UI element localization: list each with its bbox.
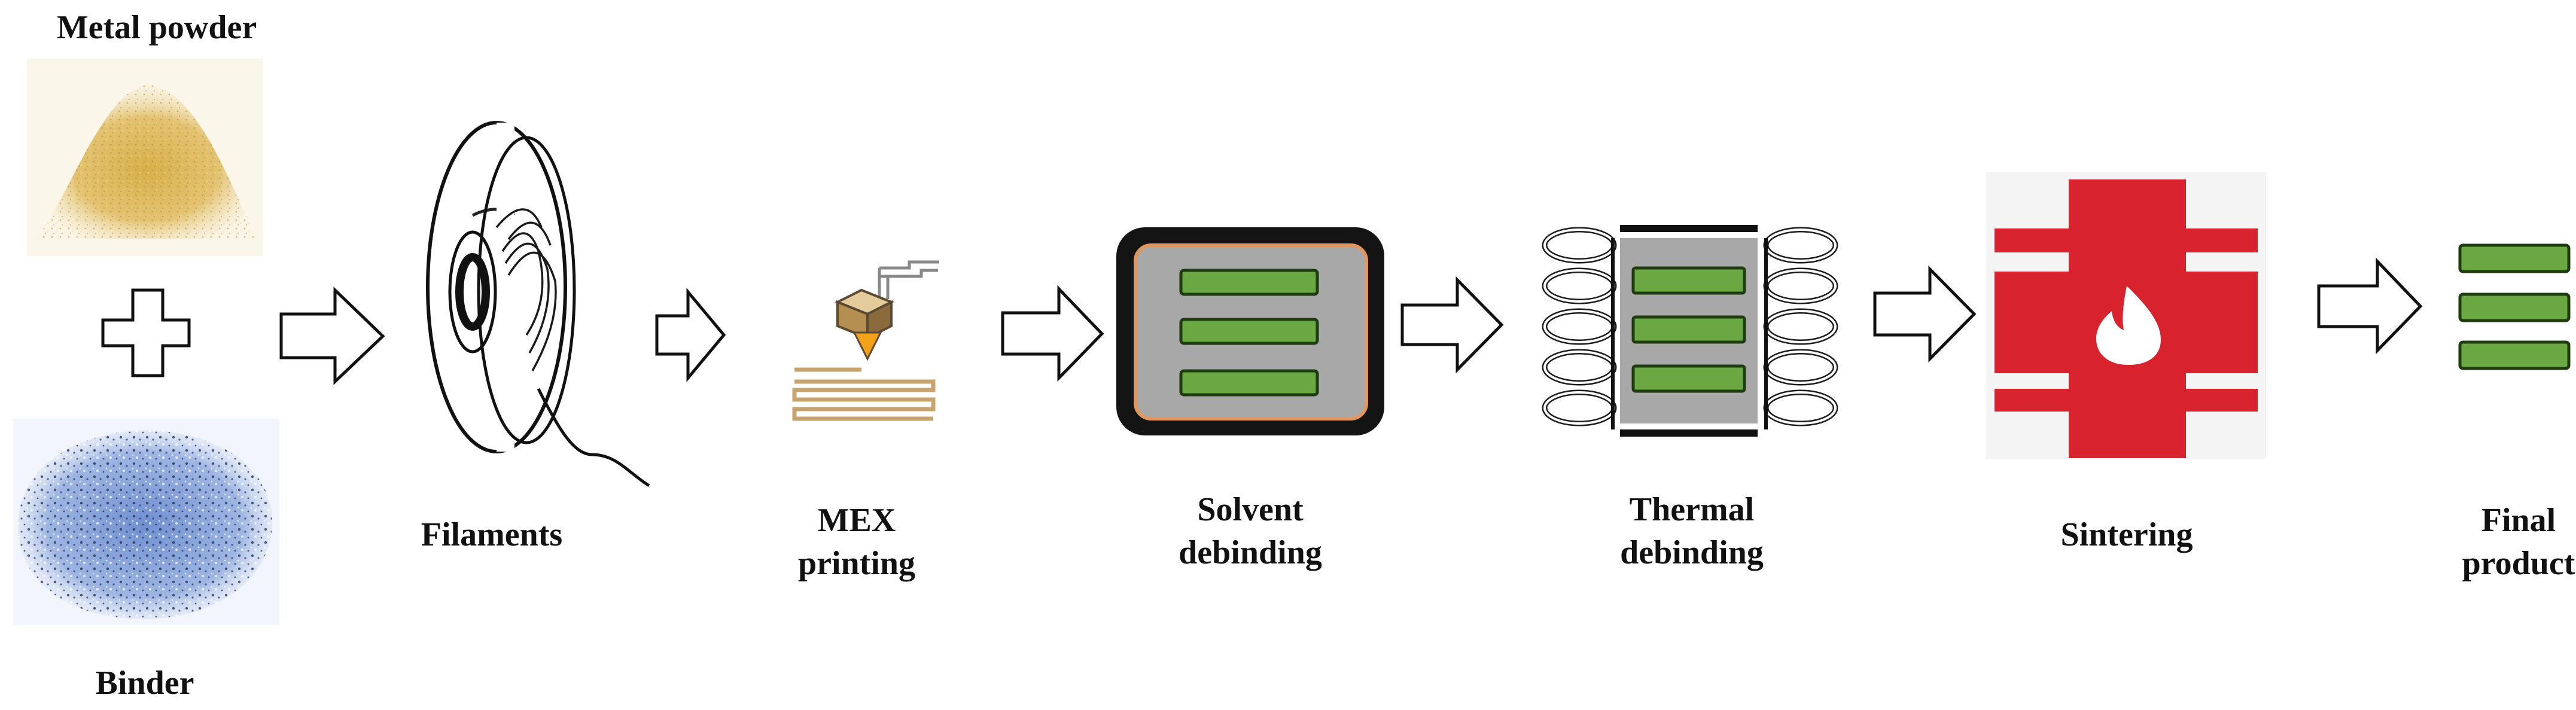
- binder-label: Binder: [96, 665, 194, 702]
- powder-pile-image: [27, 59, 263, 256]
- thermal-debinding-label-line1: Thermal: [1630, 491, 1754, 528]
- thermal-debinding-label-line2: debinding: [1620, 534, 1764, 571]
- plus-icon: [101, 288, 191, 377]
- thermal-furnace-icon: [1545, 225, 1835, 437]
- flame-icon: [2096, 286, 2161, 365]
- filament-spool-icon: [426, 121, 650, 487]
- arrow-icon: [1873, 265, 1977, 363]
- binder-group: Binder: [13, 419, 279, 702]
- metal-powder-group: Metal powder: [27, 9, 263, 256]
- metal-powder-label: Metal powder: [57, 9, 257, 46]
- solvent-debinding-label-line1: Solvent: [1197, 491, 1304, 528]
- solvent-bath-icon: [1116, 227, 1384, 435]
- left-heating-coil: [1545, 230, 1614, 429]
- sintering-furnace-icon: [1986, 172, 2266, 459]
- sintering-label: Sintering: [2061, 516, 2193, 553]
- right-heating-coil: [1766, 230, 1835, 429]
- solvent-debinding-label-line2: debinding: [1179, 534, 1322, 571]
- arrow-icon: [655, 288, 726, 382]
- filaments-label: Filaments: [421, 516, 562, 553]
- mex-printing-label-line1: MEX: [818, 502, 896, 539]
- arrow-icon: [279, 287, 385, 385]
- print-nozzle-icon: [792, 260, 939, 421]
- arrow-icon: [1400, 276, 1504, 374]
- final-product-label-line2: product: [2462, 545, 2575, 582]
- arrow-icon: [1001, 285, 1104, 382]
- final-product-label-line1: Final: [2481, 502, 2556, 539]
- final-part-icon: [2458, 243, 2571, 370]
- arrow-icon: [2317, 257, 2423, 355]
- mex-printing-label-line2: printing: [798, 545, 915, 582]
- binder-pellets-image: [13, 419, 279, 625]
